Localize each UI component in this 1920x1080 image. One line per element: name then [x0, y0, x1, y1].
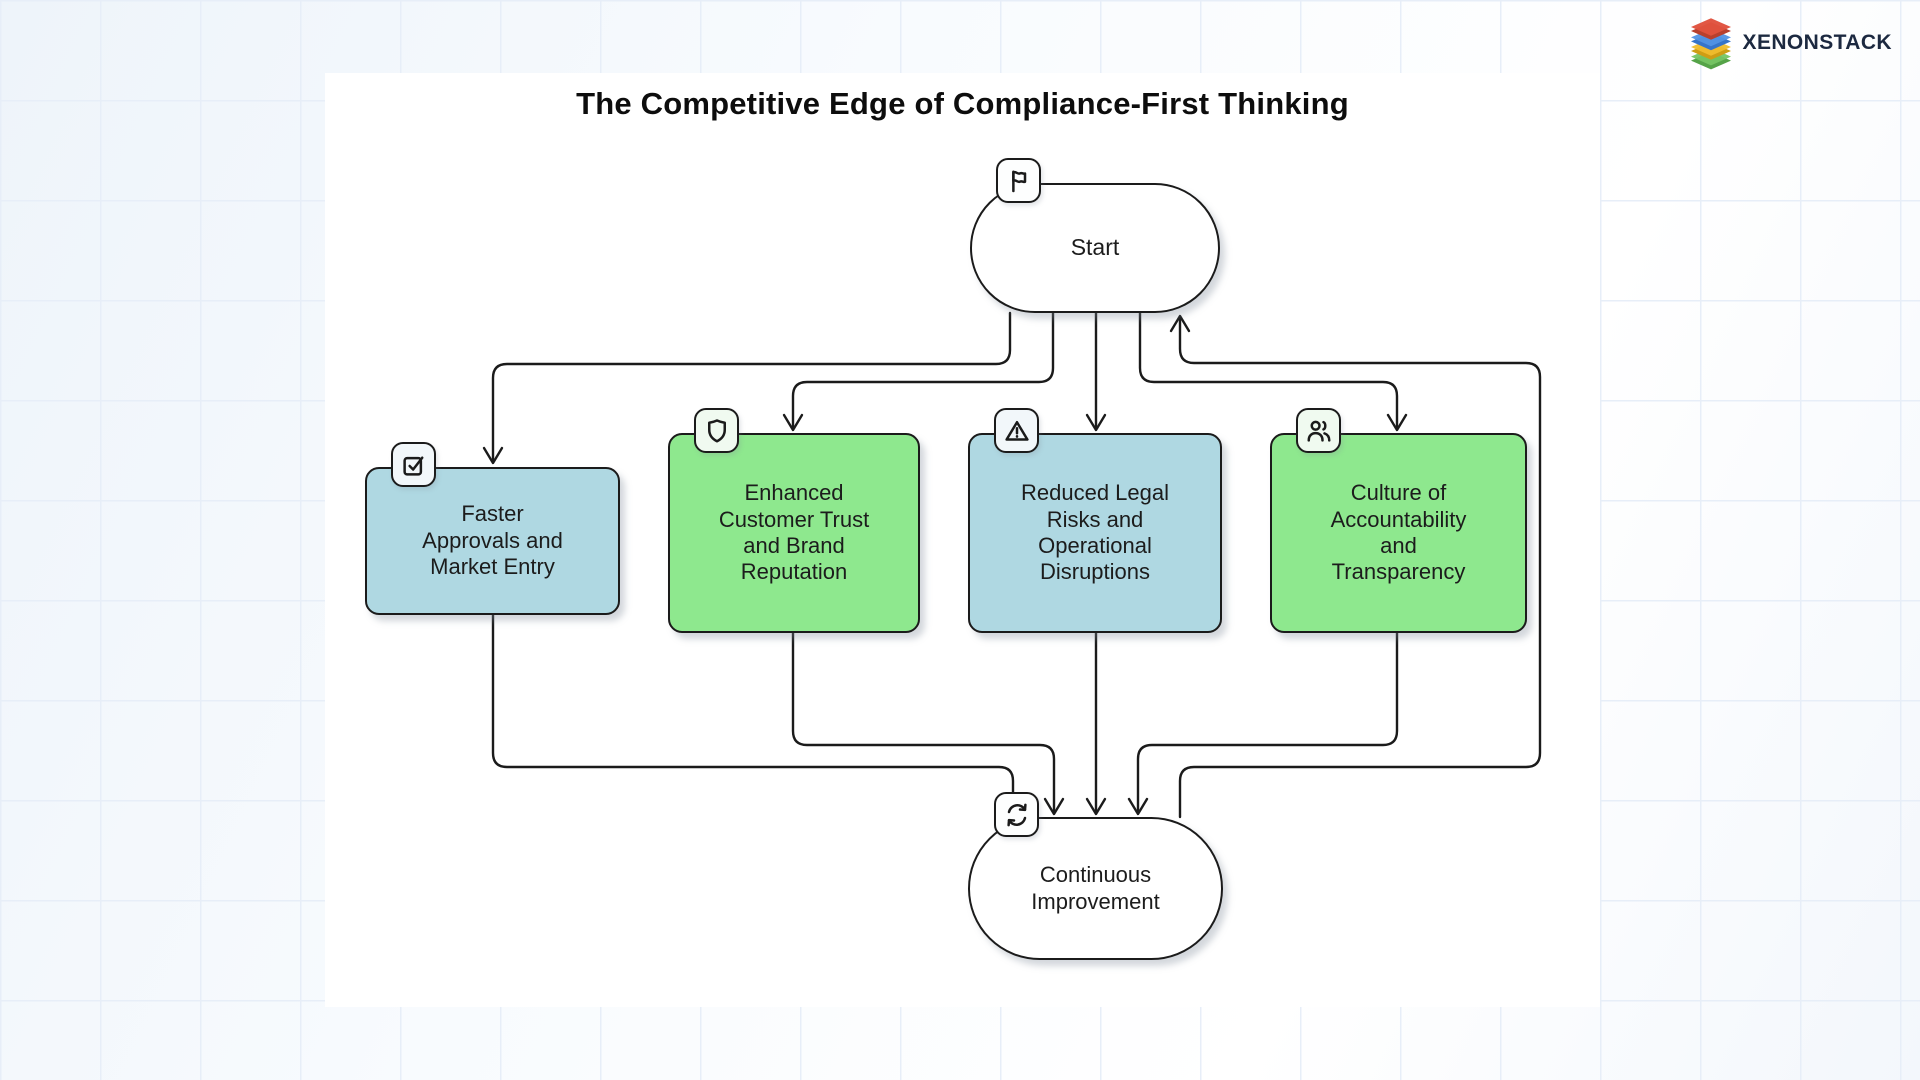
edge-ci-to-start — [1178, 316, 1542, 819]
node-start-label: Start — [1070, 234, 1120, 261]
flag-icon — [1011, 170, 1026, 192]
node-customer-trust-label: Enhanced Customer Trust and Brand Reputa… — [718, 480, 870, 585]
shield-icon — [707, 418, 726, 442]
node-continuous-improvement: Continuous Improvement — [968, 792, 1223, 960]
edge-start-to-customer-trust — [791, 311, 1055, 430]
edge-faster-approvals-to-ci — [491, 613, 1015, 810]
users-badge — [1296, 408, 1341, 453]
shield-badge — [694, 408, 739, 453]
node-faster-approvals: Faster Approvals and Market Entry — [365, 442, 620, 615]
arrowhead-ci-mid — [1085, 797, 1107, 816]
flag-badge — [996, 158, 1041, 203]
node-start: Start — [970, 158, 1220, 313]
arrowhead-legal-risks — [1085, 413, 1107, 432]
refresh-icon — [1006, 803, 1027, 826]
arrowhead-customer-trust — [782, 413, 804, 432]
check-square-icon — [402, 456, 423, 476]
check-square-badge — [391, 442, 436, 487]
arrowhead-faster-approvals — [482, 446, 504, 465]
xenonstack-logo-icon — [1690, 18, 1731, 70]
arrowhead-start-return — [1169, 314, 1191, 333]
arrowhead-ci-mid-right — [1127, 797, 1149, 816]
node-continuous-improvement-label: Continuous Improvement — [1031, 862, 1160, 914]
edge-start-to-faster-approvals — [491, 311, 1012, 463]
xenonstack-logo-text: XENONSTACK — [1742, 31, 1892, 54]
edge-customer-trust-to-ci — [791, 631, 1056, 814]
refresh-badge — [994, 792, 1039, 837]
warning-badge — [994, 408, 1039, 453]
edge-culture-to-ci — [1136, 631, 1399, 814]
arrowhead-ci-mid-left — [1043, 797, 1065, 816]
xenonstack-logo: XENONSTACK — [1686, 14, 1892, 72]
node-legal-risks-label: Reduced Legal Risks and Operational Disr… — [1020, 480, 1169, 585]
diagram-title: The Competitive Edge of Compliance-First… — [576, 86, 1349, 121]
node-faster-approvals-label: Faster Approvals and Market Entry — [422, 501, 563, 580]
node-customer-trust: Enhanced Customer Trust and Brand Reputa… — [668, 408, 920, 633]
warning-triangle-icon — [1004, 420, 1029, 441]
node-culture-label: Culture of Accountability and Transparen… — [1330, 480, 1467, 585]
node-culture: Culture of Accountability and Transparen… — [1270, 408, 1527, 633]
node-legal-risks: Reduced Legal Risks and Operational Disr… — [968, 408, 1222, 633]
users-icon — [1307, 420, 1330, 442]
edge-start-to-culture — [1138, 311, 1399, 430]
arrowhead-culture — [1386, 413, 1408, 432]
